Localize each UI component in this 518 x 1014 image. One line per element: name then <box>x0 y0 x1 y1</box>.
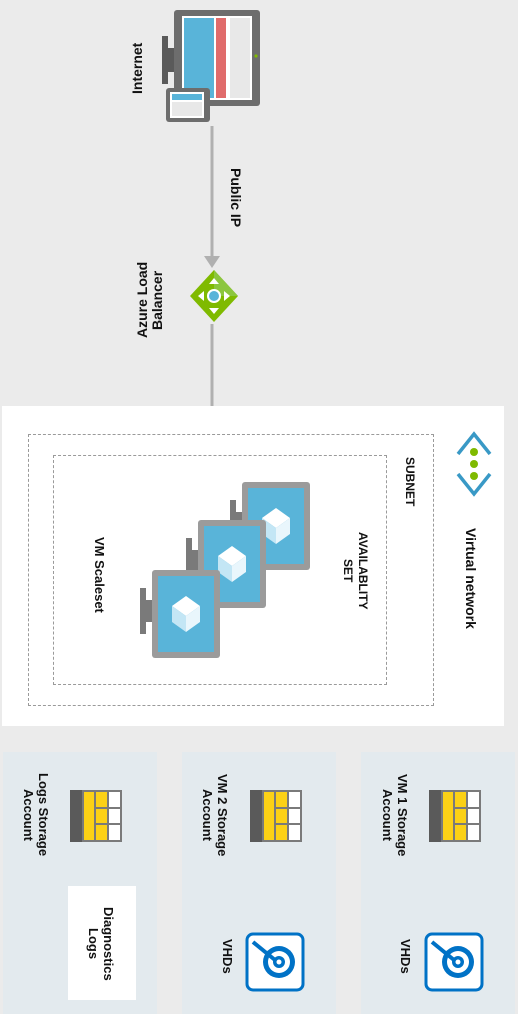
internet-devices-icon <box>160 6 264 126</box>
virtual-network-icon <box>454 430 494 498</box>
public-ip-label: Public IP <box>228 168 244 228</box>
load-balancer-label: Azure Load Balancer <box>134 261 165 339</box>
internet-label: Internet <box>129 42 145 94</box>
disk-icon <box>424 932 484 992</box>
storage-table-icon <box>250 790 302 842</box>
availability-set-label: AVAILABLITY SET <box>341 532 370 610</box>
vm1-vhds-label: VHDs <box>398 938 413 974</box>
vm-scaleset-label: VM Scaleset <box>92 537 107 613</box>
virtual-network-label: Virtual network <box>463 527 479 629</box>
storage-table-icon <box>429 790 481 842</box>
vm2-vhds-label: VHDs <box>220 938 235 974</box>
diagnostics-logs-label: Diagnostics Logs <box>86 907 116 981</box>
diagnostics-logs-box <box>68 886 136 1000</box>
logs-storage-account-label: Logs Storage Account <box>21 773 51 857</box>
vm2-storage-account-label: VM 2 Storage Account <box>200 773 230 857</box>
vm1-storage-account-label: VM 1 Storage Account <box>380 773 410 857</box>
vm-icon <box>140 570 220 658</box>
availability-set-boundary <box>53 455 387 685</box>
subnet-label: SUBNET <box>403 457 417 507</box>
disk-icon <box>245 932 305 992</box>
load-balancer-icon <box>188 268 240 324</box>
subnet-boundary <box>28 434 434 706</box>
storage-table-icon <box>70 790 122 842</box>
